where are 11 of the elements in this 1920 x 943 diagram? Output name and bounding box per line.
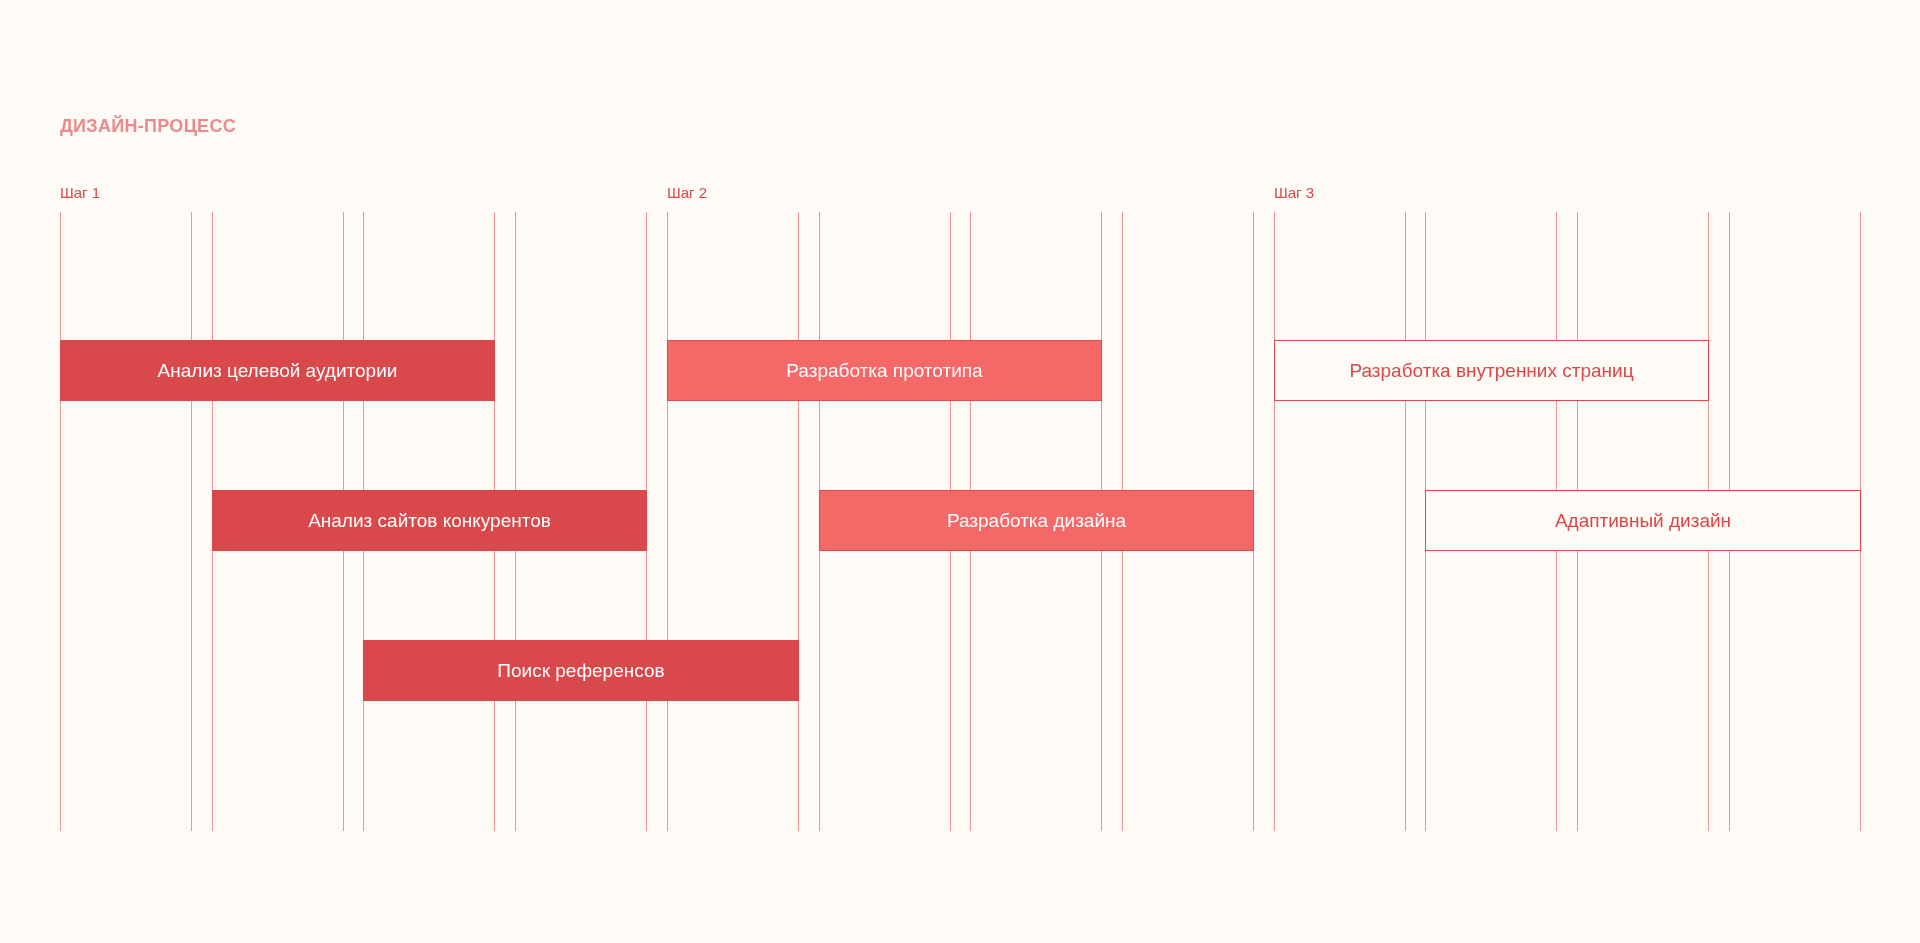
step-label: Шаг 1 — [60, 184, 101, 202]
task-bar: Разработка внутренних страниц — [1274, 340, 1709, 401]
task-bar: Поиск референсов — [363, 640, 799, 701]
step-label: Шаг 3 — [1274, 184, 1315, 202]
title: ДИЗАЙН-ПРОЦЕСС — [60, 115, 237, 137]
task-bar: Адаптивный дизайн — [1425, 490, 1861, 551]
step-label: Шаг 2 — [667, 184, 708, 202]
task-bar: Разработка прототипа — [667, 340, 1102, 401]
task-bar: Анализ сайтов конкурентов — [212, 490, 647, 551]
task-bar: Анализ целевой аудитории — [60, 340, 495, 401]
task-bar: Разработка дизайна — [819, 490, 1254, 551]
